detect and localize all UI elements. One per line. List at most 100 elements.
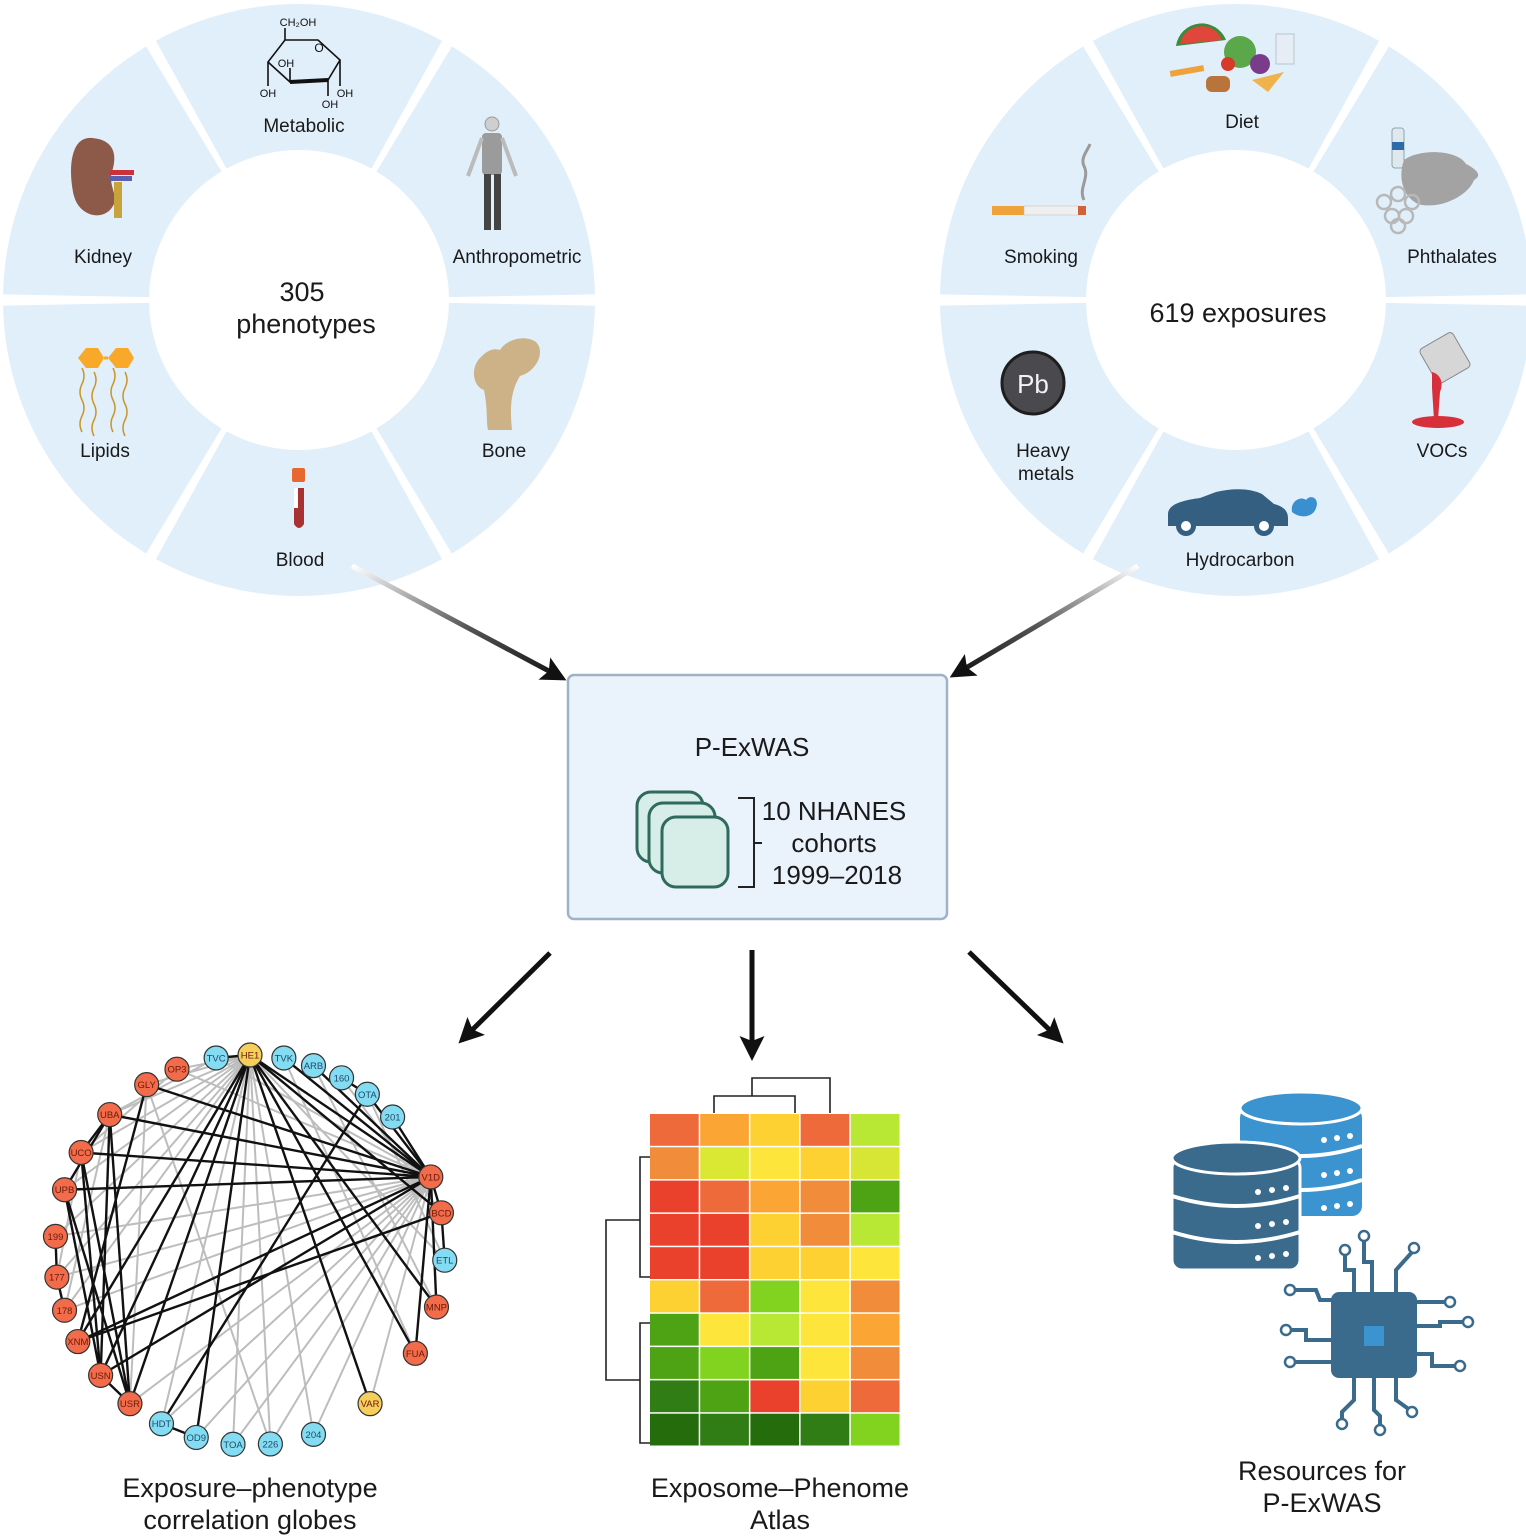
globes-caption-line2: correlation globes [143,1505,357,1535]
cohort-bracket [738,797,762,888]
strong-edge [248,1054,417,1354]
atlas-heatmap [605,1077,900,1446]
column-dendrogram [713,1077,831,1113]
heatmap-cell-r6-c4 [800,1280,850,1313]
arrow-to-resources [967,950,1064,1044]
weak-edge [176,1068,432,1178]
node-label: UPB [55,1185,75,1196]
node-circle [271,1045,297,1071]
node-label: MNP [426,1303,447,1314]
heatmap-cell-r2-c4 [800,1147,850,1180]
svg-text:OH: OH [278,58,295,70]
heatmap-cell-r8-c3 [750,1347,800,1379]
resources-caption-line1: Resources for [1237,1456,1407,1486]
network-node[interactable]: GLY [134,1072,160,1098]
globes-caption: Exposure–phenotype correlation globes [70,1472,430,1536]
node-label: TVC [207,1053,226,1064]
network-node[interactable]: BCD [428,1200,455,1226]
segment-label-metabolic: Metabolic [263,116,344,137]
wheel-segment-metabolic [155,3,443,169]
node-label: HDT [152,1419,172,1430]
network-node[interactable]: HDT [148,1411,175,1437]
strong-edge [77,1175,432,1343]
network-node[interactable]: 199 [42,1223,69,1249]
strong-edge [99,1114,111,1376]
segment-label-phthalates: Phthalates [1407,247,1497,268]
network-node[interactable]: 201 [380,1104,406,1130]
heatmap-cell-r3-c4 [800,1180,850,1213]
strong-edge [79,1152,102,1376]
wheel-segment-vocs [1313,302,1526,554]
heatmap-cell-r8-c5 [850,1347,900,1379]
network-node[interactable]: 178 [51,1297,78,1323]
node-label: VAR [361,1399,380,1410]
network-node[interactable]: MNP [423,1294,450,1320]
network-node[interactable]: 160 [328,1065,355,1091]
network-node[interactable]: HE1 [237,1042,263,1068]
segment-label-smoking: Smoking [1004,247,1078,268]
human-figure-icon [466,116,518,230]
node-label: OTA [358,1090,377,1101]
node-circle [357,1391,383,1417]
heatmap-cell-r9-c1 [650,1380,699,1413]
circuit-chip-icon [1279,1229,1475,1437]
network-node[interactable]: 177 [44,1264,70,1290]
network-node[interactable]: TOA [220,1431,246,1457]
wheel-segment-smoking [940,46,1159,298]
strong-edge [76,1054,252,1343]
strong-edges [54,1053,446,1439]
network-node[interactable]: TVK [271,1045,297,1071]
network-node[interactable]: XNM [65,1328,91,1355]
resources-caption: Resources for P-ExWAS [1142,1455,1502,1519]
network-node[interactable]: OTA [354,1081,380,1107]
heatmap-cell-r5-c3 [750,1247,800,1279]
heatmap-cell-r6-c3 [750,1280,800,1313]
heatmap-cell-r9-c3 [750,1380,800,1413]
segment-label-heavy-metals: Heavy [1016,441,1070,462]
network-node[interactable]: 204 [300,1421,327,1447]
network-node[interactable]: ARB [300,1053,327,1079]
strong-edge [81,1151,431,1179]
network-node[interactable]: USR [117,1391,143,1417]
strong-edge [77,1211,442,1343]
node-circle [380,1104,406,1130]
lead-symbol: Pb [1017,369,1049,399]
network-node[interactable]: V1D [418,1164,444,1190]
segment-label-kidney: Kidney [74,247,133,268]
network-node[interactable]: USN [88,1362,114,1388]
network-node[interactable]: OP3 [164,1056,190,1082]
network-node[interactable]: TVC [203,1045,229,1071]
weak-edge [232,1054,251,1445]
node-label: 178 [57,1306,73,1317]
network-node[interactable]: UPB [51,1177,78,1203]
segment-label-bone: Bone [482,441,526,462]
node-label: BCD [431,1208,451,1219]
cigarette-icon [992,143,1092,216]
network-node[interactable]: VAR [357,1391,383,1417]
heatmap-cell-r1-c4 [800,1114,850,1146]
blood-tube-icon [292,468,305,528]
heatmap-cell-r7-c5 [850,1313,900,1346]
wheel-segment-heavy-metals [940,302,1159,554]
node-circle [65,1328,91,1355]
node-circle [300,1421,327,1447]
weak-edge [128,1084,148,1404]
weak-edge [160,1176,432,1425]
node-circle [220,1431,246,1457]
strong-edge [248,1054,372,1405]
network-node[interactable]: ETL [432,1247,458,1273]
node-circle [418,1164,444,1190]
network-node[interactable]: OD9 [183,1424,209,1451]
pexwas-title: P-ExWAS [695,732,810,762]
network-node[interactable]: UBA [97,1101,123,1128]
network-node[interactable]: 226 [257,1431,283,1457]
network-node[interactable]: FUA [402,1340,428,1366]
cohort-count: 10 NHANES [762,796,907,826]
node-circle [88,1362,114,1388]
heatmap-cell-r2-c1 [650,1147,699,1180]
network-node[interactable]: UCO [68,1139,94,1166]
weak-edge [145,1084,272,1445]
heatmap-cell-r10-c3 [750,1413,800,1446]
atlas-caption: Exposome–Phenome Atlas [600,1472,960,1536]
node-circle [148,1411,175,1437]
